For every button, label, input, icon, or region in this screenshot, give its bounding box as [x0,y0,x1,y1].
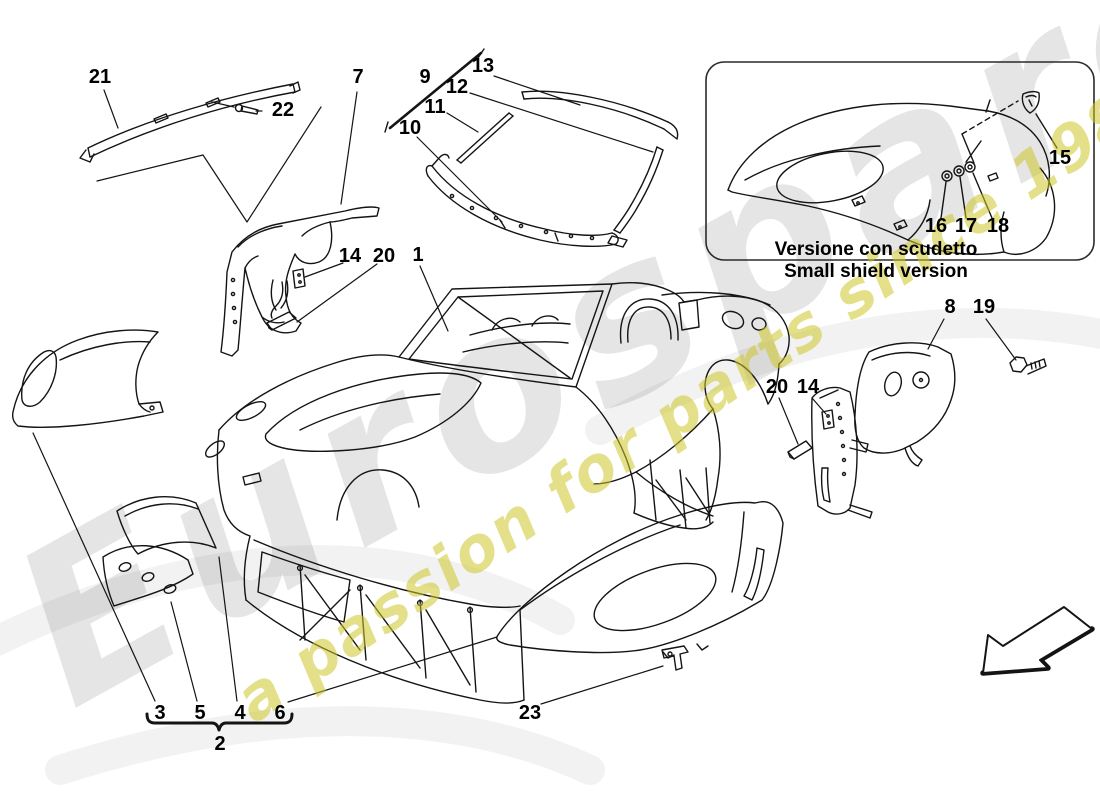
part-22-clip [211,101,259,115]
part-callout-19[interactable]: 19 [972,296,996,318]
part-20-left-wedge [266,280,297,331]
part-4-wedge-strip [116,496,217,555]
part-callout-8[interactable]: 8 [944,296,956,318]
part-callout-17[interactable]: 17 [954,215,978,237]
part-callout-15[interactable]: 15 [1048,147,1072,169]
inset-caption-line1: Versione con scudetto [774,239,978,260]
part-callout-14-right[interactable]: 14 [796,376,820,398]
part-callout-6[interactable]: 6 [274,702,286,724]
part-callout-5[interactable]: 5 [194,702,206,724]
group-bracket [145,712,294,732]
part-callout-1[interactable]: 1 [412,244,424,266]
part-1-body-shell [204,281,790,704]
part-23-clip [661,645,689,671]
part-8-quarter-panel [854,342,956,467]
leader-lines [32,75,1017,705]
part-callout-10[interactable]: 10 [398,117,422,139]
part-callout-3[interactable]: 3 [154,702,166,724]
part-19-screw [1009,356,1047,375]
part-11-strip [456,112,514,164]
inset-caption-line2: Small shield version [784,261,968,282]
small-shield-inset-box [705,61,1095,261]
part-callout-20-right[interactable]: 20 [765,376,789,398]
part-12-pillar-trim [607,146,664,248]
part-13-top-trim [521,90,679,140]
part-21-header-rail [79,81,301,163]
part-callout-2[interactable]: 2 [214,733,226,755]
part-b-pillar-inner [811,386,873,519]
part-callout-7[interactable]: 7 [352,66,364,88]
part-callout-9[interactable]: 9 [419,66,431,88]
part-callout-14-left[interactable]: 14 [338,245,362,267]
part-callout-21[interactable]: 21 [88,66,112,88]
part-9-trim-strip [384,48,485,133]
part-7-front-pillar [220,206,380,357]
part-callout-12[interactable]: 12 [445,76,469,98]
inset-caption: Versione con scudetto Small shield versi… [758,239,994,283]
part-5-holed-strip [102,545,194,607]
part-14-right-clip [821,409,835,430]
part-callout-13[interactable]: 13 [471,55,495,77]
part-callout-22[interactable]: 22 [271,99,295,121]
part-10-cowl [425,153,619,247]
watermark-swoosh [0,307,1100,785]
part-callout-16[interactable]: 16 [924,215,948,237]
part-6-sill-panel [496,501,784,659]
part-callout-23[interactable]: 23 [518,702,542,724]
part-20-right-wedge [787,440,813,460]
part-callout-20-left[interactable]: 20 [372,245,396,267]
part-callout-4[interactable]: 4 [234,702,246,724]
part-callout-11[interactable]: 11 [424,96,446,118]
direction-arrow-icon [980,606,1095,676]
part-3-front-fender [11,329,164,428]
part-callout-18[interactable]: 18 [986,215,1010,237]
part-14-left-clip [292,268,306,289]
